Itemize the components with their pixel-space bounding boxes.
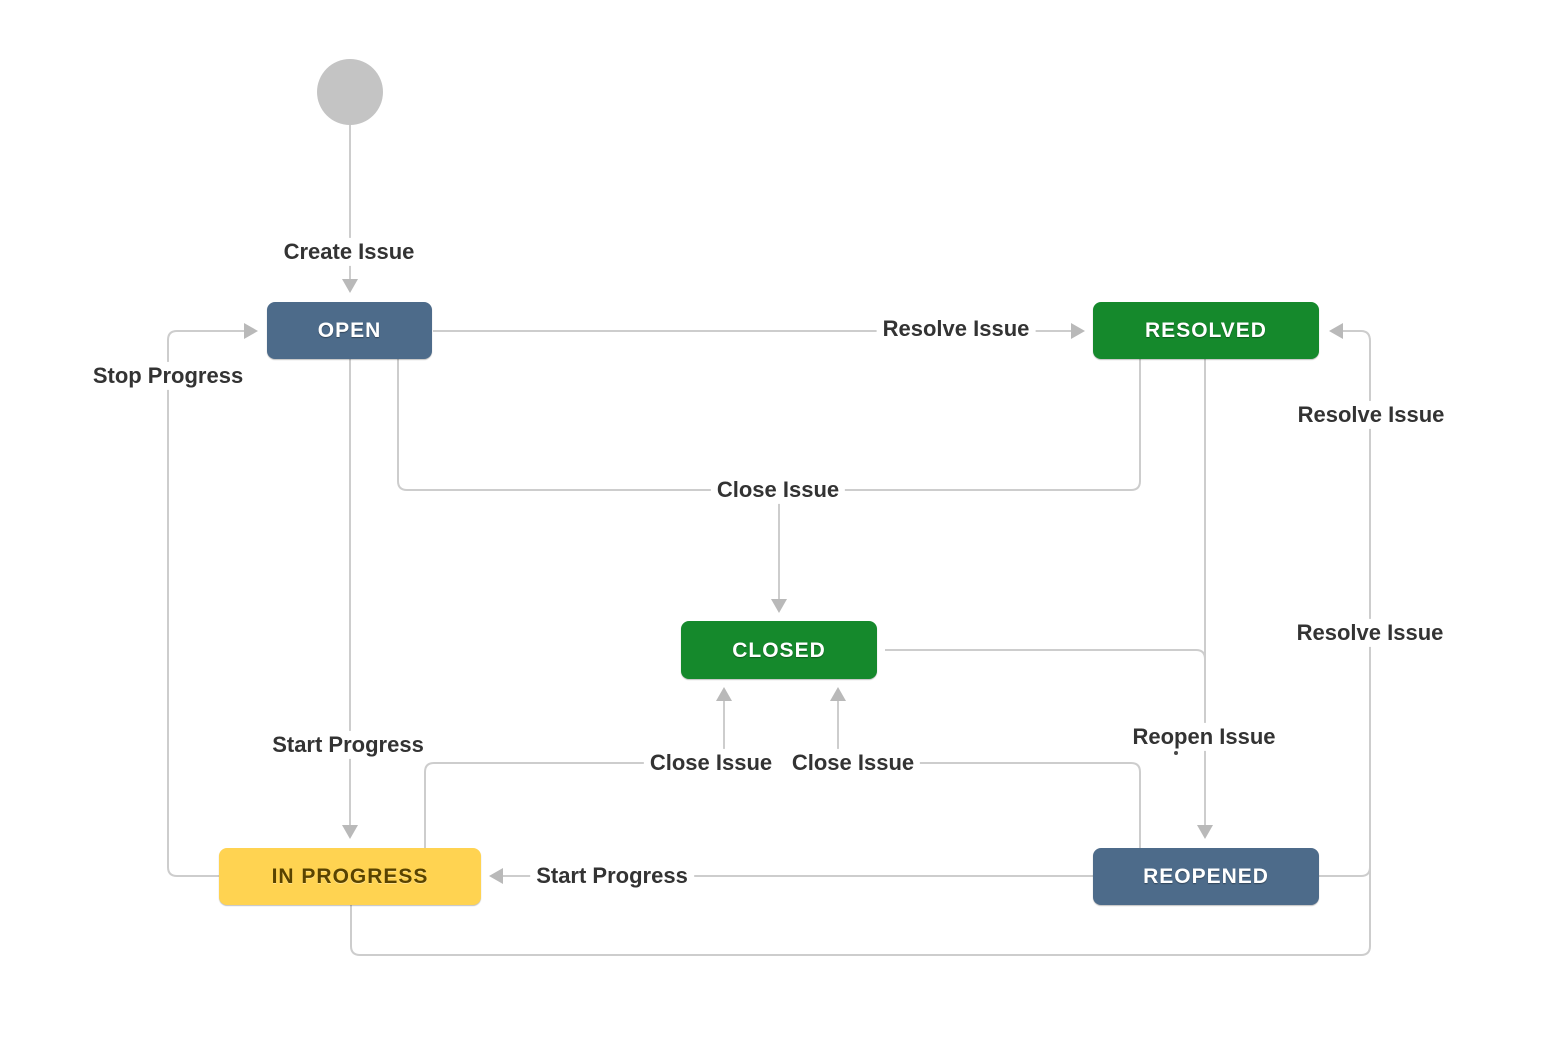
connector-line: [838, 762, 1141, 848]
arrowhead-icon: [1071, 323, 1085, 339]
node-reopened[interactable]: REOPENED: [1093, 848, 1319, 905]
node-resolved-label: RESOLVED: [1145, 319, 1267, 342]
edge-resolve-issue-right: [350, 323, 1371, 956]
arrowhead-icon: [1329, 323, 1343, 339]
arrowhead-icon: [1197, 825, 1213, 839]
label-resolve-issue-reopened: Resolve Issue: [1291, 400, 1451, 430]
edge-create-issue: [342, 125, 358, 293]
label-close-issue-reopened: Close Issue: [785, 748, 921, 778]
edge-stop-progress: [167, 323, 258, 877]
arrowhead-icon: [830, 687, 846, 701]
connector-line: [397, 359, 1141, 491]
arrowhead-icon: [342, 825, 358, 839]
arrowhead-icon: [342, 279, 358, 293]
node-in-progress-label: IN PROGRESS: [271, 865, 429, 888]
label-reopen-issue: Reopen Issue: [1126, 722, 1282, 752]
connector-line: [167, 330, 244, 877]
label-create-issue: Create Issue: [277, 237, 421, 267]
node-closed[interactable]: CLOSED: [681, 621, 877, 679]
label-stop-progress: Stop Progress: [86, 361, 250, 391]
connector-line: [1319, 866, 1371, 877]
label-resolve-issue-top: Resolve Issue: [876, 314, 1036, 344]
node-reopened-label: REOPENED: [1143, 865, 1269, 888]
label-close-issue-middle: Close Issue: [710, 475, 846, 505]
label-start-progress-left: Start Progress: [266, 730, 430, 760]
edge-start-progress-open: [342, 359, 358, 839]
node-open[interactable]: OPEN: [267, 302, 432, 359]
connector-line: [885, 649, 1206, 660]
stray-dot: [1174, 751, 1178, 755]
node-in-progress[interactable]: IN PROGRESS: [219, 848, 481, 905]
connector-line: [424, 762, 724, 848]
connector-line: [350, 330, 1371, 956]
label-close-issue-inprogress: Close Issue: [643, 748, 779, 778]
node-resolved[interactable]: RESOLVED: [1093, 302, 1319, 359]
start-node[interactable]: [317, 59, 383, 125]
node-open-label: OPEN: [317, 319, 382, 342]
node-closed-label: CLOSED: [732, 638, 826, 662]
label-resolve-issue-inprogress: Resolve Issue: [1290, 618, 1450, 648]
arrowhead-icon: [244, 323, 258, 339]
arrowhead-icon: [489, 868, 503, 884]
arrowhead-icon: [771, 599, 787, 613]
arrowhead-icon: [716, 687, 732, 701]
edge-reopen-issue: [885, 359, 1213, 839]
label-start-progress-bottom: Start Progress: [530, 861, 694, 891]
